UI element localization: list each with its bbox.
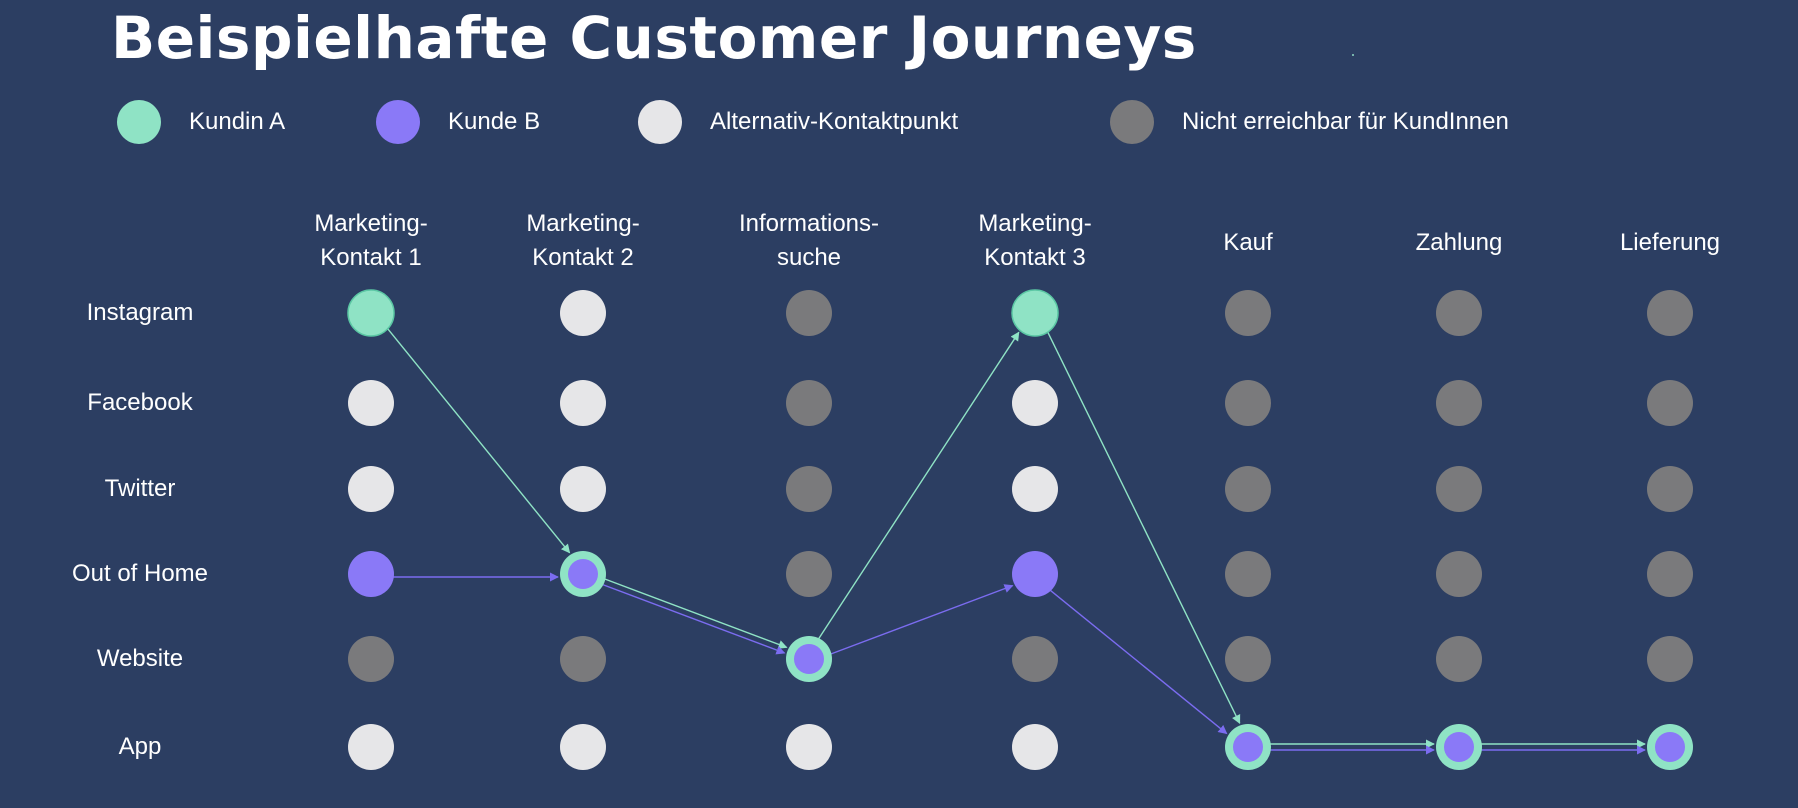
legend-item-alternativ-kontaktpunkt: Alternativ-Kontaktpunkt xyxy=(638,97,958,147)
node-out-of-home-kauf xyxy=(1225,551,1271,597)
node-instagram-marketing-kontakt-2 xyxy=(560,290,606,336)
node-facebook-zahlung xyxy=(1436,380,1482,426)
legend-item-nicht-erreichbar-fuer-kundinnen: Nicht erreichbar für KundInnen xyxy=(1110,97,1509,147)
node-out-of-home-marketing-kontakt-2 xyxy=(560,551,606,597)
column-header-zahlung: Zahlung xyxy=(1415,229,1503,256)
node-website-lieferung xyxy=(1647,636,1693,682)
column-header-lieferung: Lieferung xyxy=(1619,229,1721,256)
node-app-informations-suche xyxy=(786,724,832,770)
journey-arrow-kundin-a-2 xyxy=(601,577,788,649)
node-twitter-marketing-kontakt-1 xyxy=(348,466,394,512)
journey-arrow-kunde-b-4 xyxy=(1047,587,1228,735)
column-header-marketing-kontakt-2: Marketing- Kontakt 2 xyxy=(526,210,640,271)
node-website-marketing-kontakt-2 xyxy=(560,636,606,682)
node-facebook-marketing-kontakt-2 xyxy=(560,380,606,426)
node-instagram-marketing-kontakt-3 xyxy=(1011,289,1059,337)
legend-label: Kundin A xyxy=(189,108,286,135)
row-label-website: Website xyxy=(96,645,184,672)
node-app-marketing-kontakt-3 xyxy=(1012,724,1058,770)
journey-arrow-kunde-b-2 xyxy=(599,582,786,655)
node-facebook-marketing-kontakt-3 xyxy=(1012,380,1058,426)
node-out-of-home-informations-suche xyxy=(786,551,832,597)
node-twitter-informations-suche xyxy=(786,466,832,512)
journey-arrow-kundin-a-4 xyxy=(1045,328,1241,725)
node-facebook-informations-suche xyxy=(786,380,832,426)
journey-arrow-kundin-a-3 xyxy=(816,331,1020,642)
purple-circle-icon xyxy=(376,100,420,144)
column-header-marketing-kontakt-3: Marketing- Kontakt 3 xyxy=(978,210,1092,271)
row-label-app: App xyxy=(118,733,162,760)
node-instagram-lieferung xyxy=(1647,290,1693,336)
white-circle-icon xyxy=(638,100,682,144)
node-app-kauf xyxy=(1225,724,1271,770)
node-twitter-kauf xyxy=(1225,466,1271,512)
column-header-informations-suche: Informations- suche xyxy=(738,210,880,271)
node-twitter-lieferung xyxy=(1647,466,1693,512)
row-label-instagram: Instagram xyxy=(86,299,194,326)
gray-circle-icon xyxy=(1110,100,1154,144)
node-twitter-marketing-kontakt-2 xyxy=(560,466,606,512)
row-label-out-of-home: Out of Home xyxy=(71,560,209,587)
journey-arrow-kundin-a-1 xyxy=(384,325,571,554)
page-title: Beispielhafte Customer Journeys xyxy=(111,4,1197,72)
node-out-of-home-lieferung xyxy=(1647,551,1693,597)
node-out-of-home-zahlung xyxy=(1436,551,1482,597)
node-instagram-kauf xyxy=(1225,290,1271,336)
node-instagram-marketing-kontakt-1 xyxy=(347,289,395,337)
node-website-marketing-kontakt-3 xyxy=(1012,636,1058,682)
node-out-of-home-marketing-kontakt-3 xyxy=(1012,551,1058,597)
decorative-dot xyxy=(1352,54,1354,56)
green-circle-icon xyxy=(117,100,161,144)
column-header-marketing-kontakt-1: Marketing- Kontakt 1 xyxy=(314,210,428,271)
node-instagram-informations-suche xyxy=(786,290,832,336)
column-header-kauf: Kauf xyxy=(1223,229,1273,256)
node-facebook-marketing-kontakt-1 xyxy=(348,380,394,426)
node-app-lieferung xyxy=(1647,724,1693,770)
legend-label: Alternativ-Kontaktpunkt xyxy=(710,108,959,135)
node-app-marketing-kontakt-2 xyxy=(560,724,606,770)
journey-arrow-kunde-b-3 xyxy=(827,584,1014,656)
node-website-zahlung xyxy=(1436,636,1482,682)
node-twitter-marketing-kontakt-3 xyxy=(1012,466,1058,512)
node-instagram-zahlung xyxy=(1436,290,1482,336)
node-website-informations-suche xyxy=(786,636,832,682)
journey-arrows xyxy=(384,325,1646,755)
node-app-zahlung xyxy=(1436,724,1482,770)
legend-label: Nicht erreichbar für KundInnen xyxy=(1182,108,1509,135)
node-facebook-lieferung xyxy=(1647,380,1693,426)
node-website-kauf xyxy=(1225,636,1271,682)
node-out-of-home-marketing-kontakt-1 xyxy=(348,551,394,597)
row-label-twitter: Twitter xyxy=(104,475,176,502)
node-app-marketing-kontakt-1 xyxy=(348,724,394,770)
node-twitter-zahlung xyxy=(1436,466,1482,512)
row-label-facebook: Facebook xyxy=(87,389,193,416)
legend-item-kundin-a: Kundin A xyxy=(117,97,285,147)
legend-item-kunde-b: Kunde B xyxy=(376,97,540,147)
node-website-marketing-kontakt-1 xyxy=(348,636,394,682)
touchpoint-grid xyxy=(347,289,1693,770)
legend-label: Kunde B xyxy=(448,108,541,135)
node-facebook-kauf xyxy=(1225,380,1271,426)
